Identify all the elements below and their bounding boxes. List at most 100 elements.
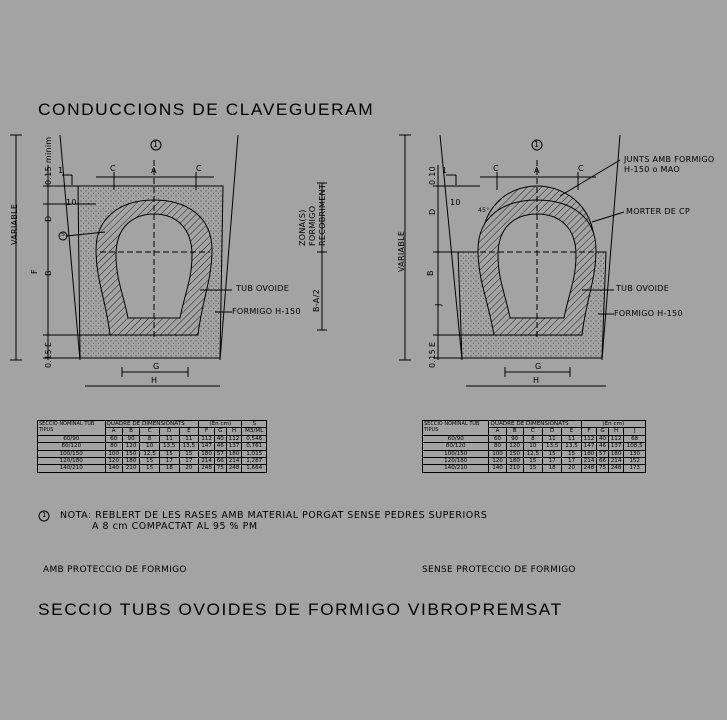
table-cell: 15 <box>522 464 544 473</box>
table-cell: 120 <box>104 457 123 466</box>
col-header-f: F <box>580 427 598 436</box>
table-cell: 180 <box>505 457 524 466</box>
page-title: CONDUCCIONS DE CLAVEGUERAM <box>38 100 375 119</box>
table-cell: 150 <box>121 449 141 459</box>
table-cell: 15 <box>178 449 200 459</box>
row-tipus-cell: 80/120 <box>37 442 106 451</box>
dim-f-label: F <box>30 269 39 274</box>
left-section-drawing <box>10 134 327 387</box>
right-e-value-label: 0.15 <box>428 348 437 368</box>
table-cell: 60 <box>488 434 507 444</box>
col-header-d: D <box>542 427 563 436</box>
right-d-value-label: 0.10 <box>428 165 437 185</box>
right-dim-c1-label: C <box>493 164 499 173</box>
table-cell: 120 <box>505 442 524 451</box>
table-cell: 80 <box>104 442 123 451</box>
table-cell: 20 <box>561 464 582 473</box>
recobriment-label: RECOBRIMENT <box>318 183 327 246</box>
table-cell: 120 <box>488 457 507 466</box>
slope-1-label: 1 <box>58 166 64 175</box>
tub-ovoide-callout: TUB OVOIDE <box>236 284 290 293</box>
left-quadre-header: QUADRE DE DIMENSIONATS <box>104 419 200 429</box>
col-header-j: J <box>623 427 646 436</box>
table-cell: 13,5 <box>158 442 180 451</box>
col-header-c: C <box>139 427 160 436</box>
table-cell: 248 <box>198 464 215 473</box>
right-caption: SENSE PROTECCIO DE FORMIGO <box>422 565 576 575</box>
dim-g-label: G <box>153 362 160 371</box>
table-cell: 40 <box>596 434 609 444</box>
table-cell: 180 <box>121 457 141 466</box>
e-value-label: 0.15 <box>44 348 53 368</box>
table-cell: 11 <box>158 434 180 444</box>
table-cell: 100 <box>104 449 123 459</box>
b-a2-label: B-A/2 <box>312 289 321 312</box>
right-slope-1-label: 1 <box>442 166 448 175</box>
left-caption: AMB PROTECCIO DE FORMIGO <box>43 565 187 575</box>
table-cell: 17 <box>158 457 180 466</box>
table-cell: 12,5 <box>139 449 160 459</box>
col-header-e: E <box>561 427 582 436</box>
left-s-header: S <box>241 419 267 429</box>
table-cell: 140 <box>104 464 123 473</box>
table-cell: 57 <box>213 449 227 459</box>
right-dim-h-label: H <box>533 376 540 385</box>
right-dim-g-label: G <box>535 362 542 371</box>
table-cell: 15 <box>561 449 582 459</box>
table-cell: 147 <box>198 442 215 451</box>
row-tipus-cell: 120/180 <box>37 457 106 466</box>
table-cell: 180 <box>580 449 598 459</box>
note-mark: 1 <box>42 511 47 519</box>
table-cell: 140 <box>488 464 507 473</box>
table-cell: 248 <box>580 464 598 473</box>
right-slope-10-label: 10 <box>450 198 461 207</box>
table-cell: 150 <box>505 449 524 459</box>
dim-d-label: D <box>44 215 53 222</box>
col-header-d: D <box>158 427 180 436</box>
note-line2: A 8 cm COMPACTAT AL 95 % PM <box>92 521 258 532</box>
col-header-g: G <box>596 427 609 436</box>
table-cell: 11 <box>178 434 200 444</box>
table-cell: 15 <box>139 457 160 466</box>
table-cell: 60 <box>104 434 123 444</box>
col-header-h: H <box>225 427 243 436</box>
col-header-c: C <box>522 427 544 436</box>
right-dim-a-label: A <box>534 166 540 175</box>
col-header-unit: M3/ML <box>241 427 267 436</box>
table-cell: 248 <box>607 464 625 473</box>
table-cell: 180 <box>607 449 625 459</box>
col-header-g: G <box>213 427 227 436</box>
right-dim-e-label: E <box>428 341 437 347</box>
table-cell: 1,664 <box>241 464 267 473</box>
table-cell: 18 <box>158 464 180 473</box>
deg-45-label: 45° <box>478 207 490 214</box>
formigo-h150-callout: FORMIGO H-150 <box>232 307 301 316</box>
table-cell: 12,5 <box>522 449 544 459</box>
table-cell: 180 <box>225 449 243 459</box>
table-cell: 147 <box>580 442 598 451</box>
table-cell: 210 <box>121 464 141 473</box>
table-cell: 10 <box>522 442 544 451</box>
table-cell: 17 <box>178 457 200 466</box>
table-cell: 1,015 <box>241 449 267 459</box>
col-header-h: H <box>607 427 625 436</box>
col-header-a: A <box>104 427 123 436</box>
table-cell: 112 <box>607 434 625 444</box>
right-dim-d-label: D <box>428 208 437 215</box>
row-tipus-cell: 60/90 <box>37 434 106 444</box>
dim-c1-label: C <box>110 164 116 173</box>
right-quadre-header: QUADRE DE DIMENSIONATS <box>488 419 582 429</box>
table-cell: 10 <box>139 442 160 451</box>
right-units-header: (En cm) <box>580 419 647 429</box>
right-tub-ovoide-callout: TUB OVOIDE <box>616 284 670 293</box>
